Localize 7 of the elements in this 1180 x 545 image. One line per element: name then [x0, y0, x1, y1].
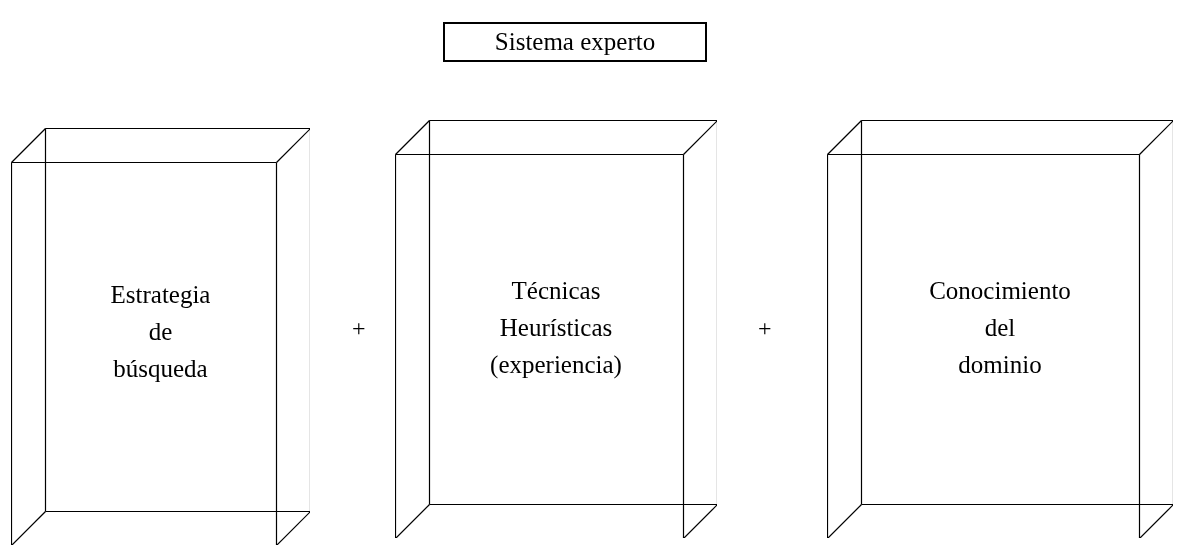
box-label: Estrategia de búsqueda: [109, 280, 212, 384]
plus-sign: +: [758, 315, 772, 342]
title-box: [443, 22, 707, 62]
box-title: Sistema experto: [494, 28, 656, 56]
box-label: Conocimiento del dominio: [928, 276, 1072, 380]
box-label: Técnicas Heurísticas (experiencia): [489, 276, 623, 381]
plus-sign: +: [352, 315, 366, 342]
